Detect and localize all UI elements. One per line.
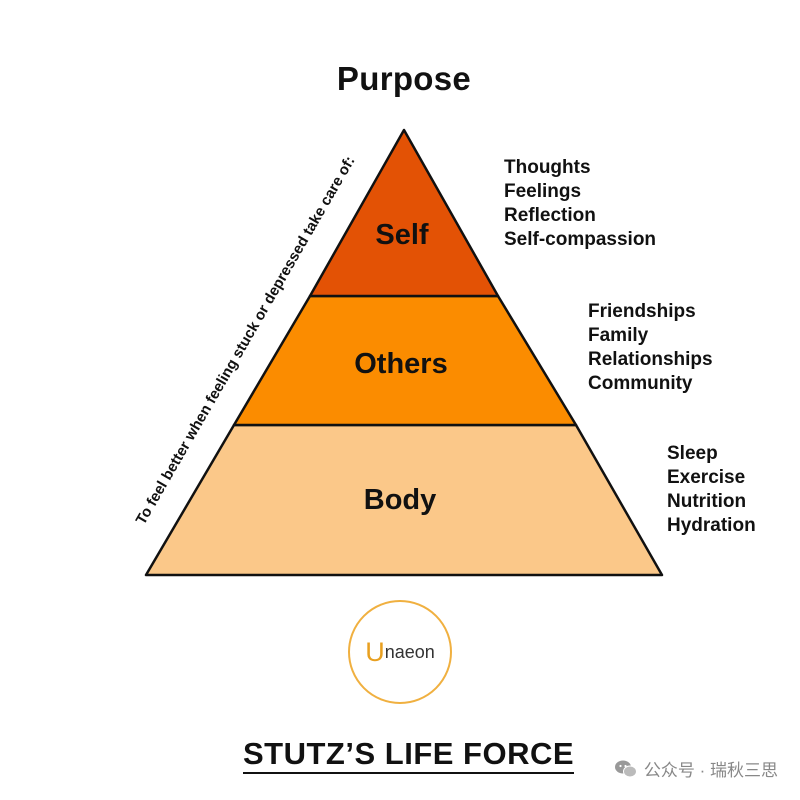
list-item: Family	[588, 325, 649, 346]
tier-others-label: Others	[354, 348, 447, 380]
list-item: Thoughts	[504, 157, 591, 178]
logo-wordmark: naeon	[384, 641, 435, 662]
footer-title: STUTZ’S LIFE FORCE	[243, 736, 575, 774]
list-item: Relationships	[588, 349, 713, 370]
apex-title: Purpose	[336, 60, 472, 97]
wechat-icon	[614, 760, 637, 777]
list-item: Nutrition	[667, 491, 747, 512]
list-item: Self-compassion	[504, 229, 657, 250]
tier-self-label: Self	[375, 219, 429, 251]
others-items-list: Friendships Family Relationships Communi…	[588, 300, 713, 396]
list-item: Feelings	[504, 181, 582, 202]
watermark: 公众号 · 瑞秋三思	[614, 756, 778, 781]
list-item: Friendships	[588, 301, 696, 322]
tier-self-shape	[308, 128, 500, 298]
list-item: Exercise	[667, 467, 746, 488]
self-items-list: Thoughts Feelings Reflection Self-compas…	[504, 156, 656, 252]
list-item: Community	[588, 373, 693, 394]
list-item: Hydration	[667, 515, 756, 536]
logo-initial: U	[365, 636, 385, 667]
tier-body-label: Body	[364, 484, 437, 516]
body-items-list: Sleep Exercise Nutrition Hydration	[667, 442, 756, 538]
list-item: Reflection	[504, 205, 596, 226]
list-item: Sleep	[667, 443, 718, 464]
watermark-text: 公众号 · 瑞秋三思	[643, 761, 778, 780]
